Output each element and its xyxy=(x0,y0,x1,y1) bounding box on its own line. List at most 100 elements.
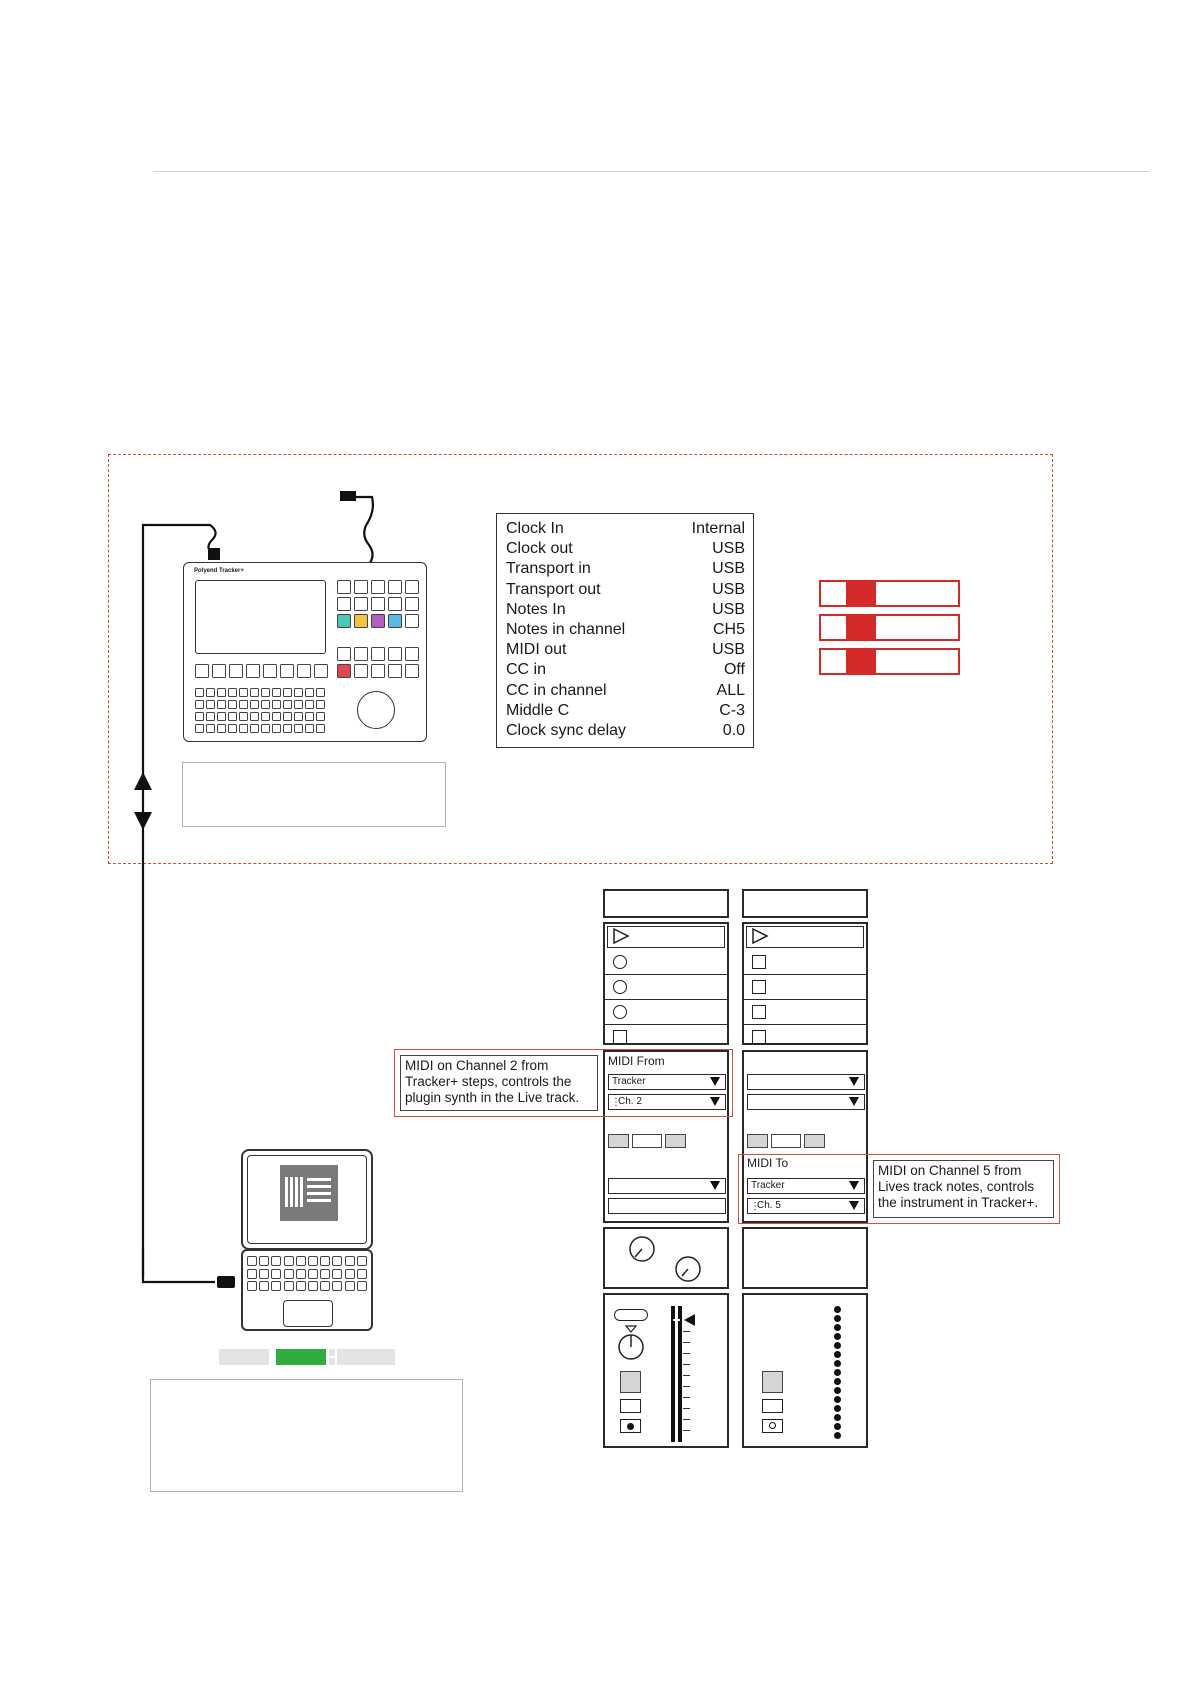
pad-key[interactable] xyxy=(206,724,215,733)
pad-key[interactable] xyxy=(294,724,303,733)
function-key[interactable] xyxy=(388,614,402,628)
midi-from-select-right[interactable] xyxy=(747,1074,865,1090)
red-toggle-2[interactable] xyxy=(819,614,960,641)
monitor-off-button[interactable] xyxy=(804,1134,825,1148)
nav-key[interactable] xyxy=(371,647,385,661)
pad-key[interactable] xyxy=(283,700,292,709)
pad-key[interactable] xyxy=(272,700,281,709)
monitor-button[interactable] xyxy=(762,1419,783,1433)
pad-key[interactable] xyxy=(272,712,281,721)
midi-to-channel-select[interactable] xyxy=(608,1198,726,1214)
pad-key[interactable] xyxy=(316,724,325,733)
pad-key[interactable] xyxy=(250,712,259,721)
nav-key[interactable] xyxy=(405,647,419,661)
pad-key[interactable] xyxy=(305,712,314,721)
pad-key[interactable] xyxy=(239,688,248,697)
clip-slot[interactable] xyxy=(746,926,864,948)
pad-key[interactable] xyxy=(261,688,270,697)
pad-key[interactable] xyxy=(250,688,259,697)
function-key[interactable] xyxy=(405,597,419,611)
pad-key[interactable] xyxy=(217,688,226,697)
monitor-off-button[interactable] xyxy=(665,1134,686,1148)
midi-from-channel-select-right[interactable] xyxy=(747,1094,865,1110)
track-key[interactable] xyxy=(263,664,277,678)
function-key[interactable] xyxy=(354,614,368,628)
function-key[interactable] xyxy=(371,580,385,594)
pad-key[interactable] xyxy=(195,700,204,709)
red-toggle-3[interactable] xyxy=(819,648,960,675)
pad-key[interactable] xyxy=(228,724,237,733)
pad-key[interactable] xyxy=(217,700,226,709)
mute-button[interactable] xyxy=(620,1399,641,1413)
pad-key[interactable] xyxy=(206,688,215,697)
function-key[interactable] xyxy=(388,580,402,594)
monitor-in-button[interactable] xyxy=(608,1134,629,1148)
pad-key[interactable] xyxy=(294,688,303,697)
pad-key[interactable] xyxy=(272,724,281,733)
function-key[interactable] xyxy=(354,580,368,594)
pad-key[interactable] xyxy=(283,724,292,733)
track-activator-button[interactable] xyxy=(614,1309,648,1321)
monitor-in-button[interactable] xyxy=(747,1134,768,1148)
function-key[interactable] xyxy=(371,597,385,611)
track-header-right[interactable] xyxy=(742,889,868,918)
track-header-left[interactable] xyxy=(603,889,729,918)
pad-key[interactable] xyxy=(283,688,292,697)
pad-key[interactable] xyxy=(283,712,292,721)
nav-key[interactable] xyxy=(337,664,351,678)
pad-key[interactable] xyxy=(261,712,270,721)
pad-key[interactable] xyxy=(206,700,215,709)
function-key[interactable] xyxy=(388,597,402,611)
track-key[interactable] xyxy=(314,664,328,678)
pad-key[interactable] xyxy=(305,724,314,733)
midi-from-channel-select[interactable]: ⋮Ch. 2 xyxy=(608,1094,726,1110)
nav-key[interactable] xyxy=(354,647,368,661)
function-key[interactable] xyxy=(337,580,351,594)
clip-slot[interactable] xyxy=(744,950,866,975)
track-key[interactable] xyxy=(280,664,294,678)
pad-key[interactable] xyxy=(261,724,270,733)
track-key[interactable] xyxy=(212,664,226,678)
midi-to-select[interactable] xyxy=(608,1178,726,1194)
pad-key[interactable] xyxy=(316,688,325,697)
nav-key[interactable] xyxy=(388,664,402,678)
clip-slot[interactable] xyxy=(744,975,866,1000)
clip-slot[interactable] xyxy=(605,1000,727,1025)
monitor-auto-button[interactable] xyxy=(771,1134,801,1148)
track-key[interactable] xyxy=(229,664,243,678)
clip-slot[interactable] xyxy=(744,1000,866,1025)
clip-slot[interactable] xyxy=(607,926,725,948)
pad-key[interactable] xyxy=(195,724,204,733)
mute-button[interactable] xyxy=(762,1399,783,1413)
pad-key[interactable] xyxy=(239,712,248,721)
pad-key[interactable] xyxy=(239,724,248,733)
pad-key[interactable] xyxy=(294,712,303,721)
pad-key[interactable] xyxy=(305,688,314,697)
pad-key[interactable] xyxy=(217,724,226,733)
nav-key[interactable] xyxy=(337,647,351,661)
pan-knob-icon[interactable] xyxy=(615,1325,647,1361)
solo-button[interactable] xyxy=(762,1371,783,1393)
nav-key[interactable] xyxy=(354,664,368,678)
pad-key[interactable] xyxy=(206,712,215,721)
pad-key[interactable] xyxy=(316,712,325,721)
pad-key[interactable] xyxy=(239,700,248,709)
clip-slot[interactable] xyxy=(744,1025,866,1049)
function-key[interactable] xyxy=(337,597,351,611)
solo-button[interactable] xyxy=(620,1371,641,1393)
function-key[interactable] xyxy=(405,614,419,628)
nav-key[interactable] xyxy=(371,664,385,678)
nav-key[interactable] xyxy=(405,664,419,678)
function-key[interactable] xyxy=(354,597,368,611)
track-key[interactable] xyxy=(246,664,260,678)
pad-key[interactable] xyxy=(195,688,204,697)
pad-key[interactable] xyxy=(228,712,237,721)
fader-pointer-icon[interactable] xyxy=(683,1313,697,1327)
function-key[interactable] xyxy=(337,614,351,628)
clip-slot[interactable] xyxy=(605,1025,727,1049)
midi-from-select[interactable]: Tracker xyxy=(608,1074,726,1090)
pad-key[interactable] xyxy=(195,712,204,721)
pad-key[interactable] xyxy=(217,712,226,721)
pad-key[interactable] xyxy=(250,724,259,733)
pad-key[interactable] xyxy=(305,700,314,709)
